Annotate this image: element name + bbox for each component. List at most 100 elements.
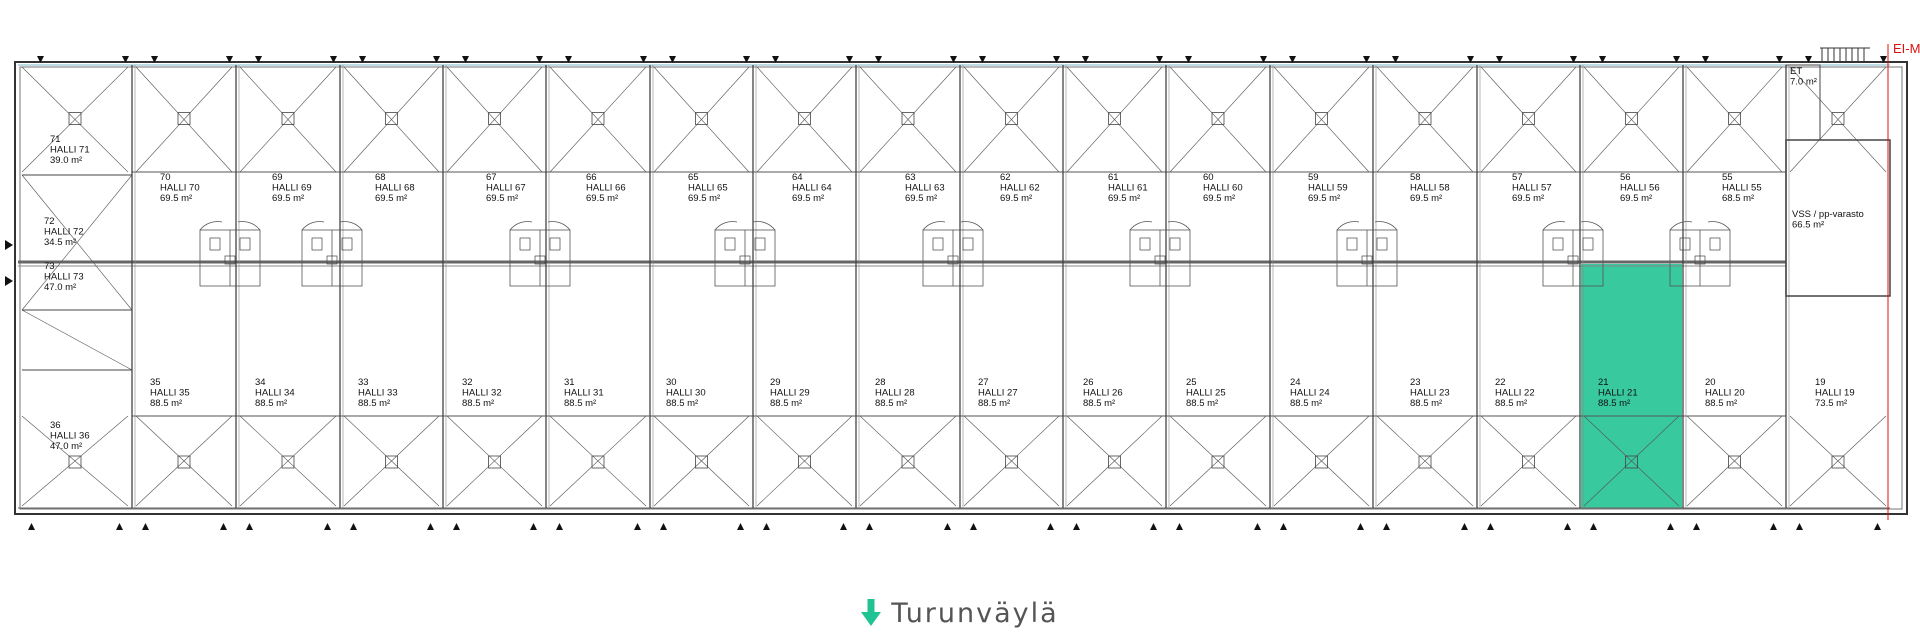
door-diagonal: [1789, 66, 1887, 173]
door-marker: [1254, 523, 1261, 530]
corner-label: EI-M: [1893, 41, 1920, 56]
toilet-icon: [1679, 237, 1691, 251]
door-marker: [359, 56, 366, 63]
door-swing: [301, 221, 325, 231]
sink-icon: [1567, 255, 1579, 265]
toilet-icon: [932, 237, 944, 251]
ceiling-fixture: [1625, 112, 1638, 125]
door-marker: [640, 56, 647, 63]
ceiling-fixture: [1831, 455, 1845, 469]
door-marker: [226, 56, 233, 63]
door-diagonal: [653, 415, 750, 507]
door-marker: [1570, 56, 1577, 63]
sink-icon: [224, 255, 236, 265]
door-marker: [1496, 56, 1503, 63]
door-marker: [1673, 56, 1680, 63]
door-marker: [122, 56, 129, 63]
ceiling-fixture: [1522, 455, 1535, 469]
door-diagonal: [1066, 415, 1163, 507]
sink-icon: [1361, 255, 1373, 265]
door-diagonal: [963, 415, 1060, 507]
door-diagonal: [1169, 66, 1267, 173]
door-diagonal: [1686, 66, 1783, 173]
door-marker: [1176, 523, 1183, 530]
door-marker: [950, 56, 957, 63]
door-diagonal: [1066, 66, 1163, 173]
ceiling-fixture: [68, 455, 82, 469]
door-marker: [743, 56, 750, 63]
ceiling-fixture: [1418, 112, 1432, 125]
door-marker: [634, 523, 641, 530]
door-swing: [752, 221, 776, 231]
door-marker: [979, 56, 986, 63]
toilet-icon: [549, 237, 561, 251]
ceiling-fixture: [1728, 112, 1741, 125]
toilet-icon: [519, 237, 531, 251]
toilet-icon: [341, 237, 353, 251]
entry-marker: [5, 240, 13, 250]
door-marker: [763, 523, 770, 530]
ceiling-fixture: [1005, 455, 1018, 469]
door-swing: [339, 221, 363, 231]
door-swing: [199, 221, 223, 231]
ceiling-fixture: [1005, 112, 1018, 125]
toilet-icon: [239, 237, 251, 251]
west-diagonal: [21, 174, 133, 311]
ceiling-fixture: [1211, 455, 1225, 469]
door-marker: [1796, 523, 1803, 530]
door-swing: [714, 221, 738, 231]
door-marker: [1702, 56, 1709, 63]
ceiling-fixture: [695, 455, 708, 469]
ceiling-fixture: [591, 455, 605, 469]
et-room: [1785, 64, 1821, 141]
door-marker: [1467, 56, 1474, 63]
ceiling-fixture: [591, 112, 605, 125]
door-diagonal: [446, 66, 543, 173]
ceiling-fixture: [281, 455, 295, 469]
door-marker: [1880, 56, 1887, 63]
door-marker: [1073, 523, 1080, 530]
door-swing: [1374, 221, 1398, 231]
ceiling-fixture: [901, 455, 915, 469]
door-swing: [1707, 221, 1731, 231]
door-marker: [255, 56, 262, 63]
door-swing: [1336, 221, 1360, 231]
door-marker: [1047, 523, 1054, 530]
door-marker: [536, 56, 543, 63]
door-marker: [970, 523, 977, 530]
door-diagonal: [859, 66, 957, 173]
arrow-down-icon: [861, 599, 882, 626]
toilet-icon: [724, 237, 736, 251]
door-diagonal: [239, 415, 337, 507]
door-marker: [37, 56, 44, 63]
door-marker: [556, 523, 563, 530]
door-swing: [237, 221, 261, 231]
door-diagonal: [343, 66, 440, 173]
door-marker: [1260, 56, 1267, 63]
door-marker: [1770, 523, 1777, 530]
door-swing: [547, 221, 571, 231]
unit-highlight: [1581, 264, 1682, 508]
door-marker: [1564, 523, 1571, 530]
door-diagonal: [1583, 66, 1680, 173]
door-marker: [1599, 56, 1606, 63]
toilet-icon: [1582, 237, 1594, 251]
ceiling-fixture: [1315, 455, 1328, 469]
